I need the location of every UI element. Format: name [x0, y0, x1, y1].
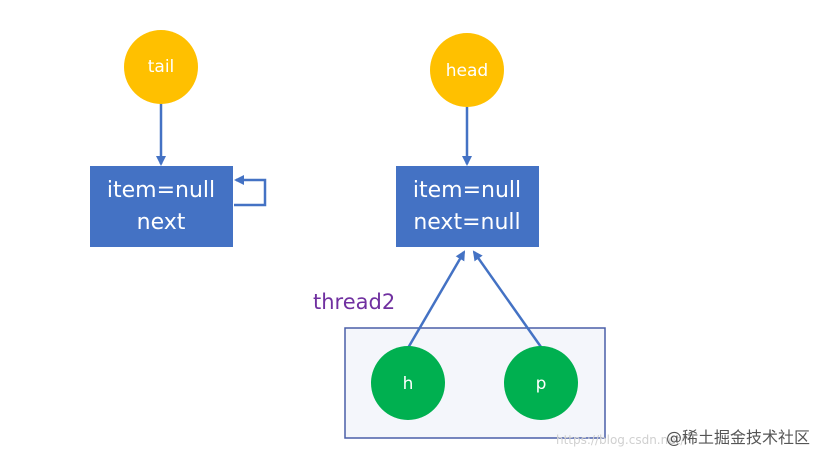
- tail-node: [124, 30, 198, 104]
- watermark-brand: @稀土掘金技术社区: [666, 428, 810, 447]
- left-node-box: [90, 166, 233, 247]
- watermark-url: https://blog.csdn.net/...: [556, 433, 696, 447]
- left-box-next: next: [137, 210, 186, 235]
- p-label: p: [536, 374, 547, 394]
- right-box-item: item=null: [413, 178, 521, 203]
- left-box-item: item=null: [107, 178, 215, 203]
- head-label: head: [446, 61, 488, 81]
- head-node: [430, 33, 504, 107]
- thread2-label: thread2: [313, 290, 395, 314]
- self-loop-arrow: [234, 175, 267, 207]
- h-node: [371, 346, 445, 420]
- tail-label: tail: [148, 57, 175, 77]
- h-label: h: [403, 374, 414, 394]
- right-node-box: [396, 166, 539, 247]
- p-arrow: [472, 250, 543, 348]
- h-arrow: [406, 250, 466, 349]
- right-box-next: next=null: [413, 210, 520, 235]
- p-node: [504, 346, 578, 420]
